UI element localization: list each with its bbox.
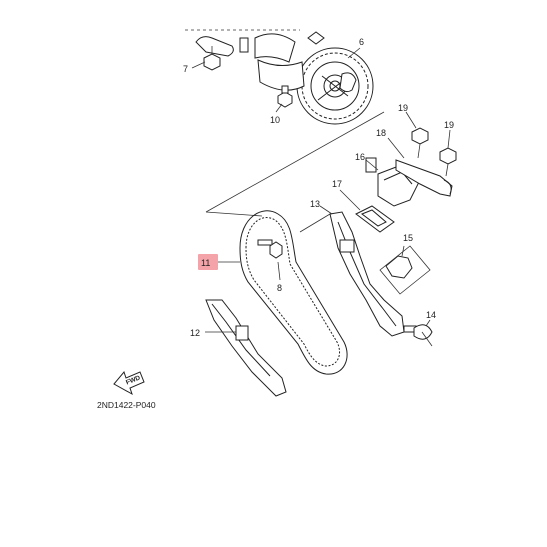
- part-label-6: 6: [359, 37, 364, 47]
- chain-tensioner-guide: [319, 205, 405, 337]
- part-label-16: 16: [355, 152, 365, 162]
- tensioner-guide-bolt: [403, 319, 433, 347]
- diagram-code: 2ND1422-P040: [97, 400, 156, 410]
- chain-guide-intake: [205, 299, 287, 397]
- part-label-7: 7: [183, 64, 188, 74]
- chain-tensioner-assembly: [339, 111, 457, 233]
- part-label-13: 13: [310, 199, 320, 209]
- part-11-highlight: [198, 254, 218, 270]
- part-label-19-left: 19: [398, 103, 408, 113]
- part-label-18: 18: [376, 128, 386, 138]
- part-label-17: 17: [332, 179, 342, 189]
- part-label-10: 10: [270, 115, 280, 125]
- part-label-14: 14: [426, 310, 436, 320]
- stopper-bracket: [379, 245, 431, 295]
- part-label-15: 15: [403, 233, 413, 243]
- forward-direction-arrow: FWD: [113, 370, 145, 396]
- chain-guide-bolt: [257, 239, 283, 281]
- part-label-8: 8: [277, 283, 282, 293]
- chain-routing-guide-lines: [205, 111, 385, 233]
- timing-chain: [239, 210, 348, 375]
- part-label-11: 11: [201, 258, 210, 268]
- camshaft-sprocket-assembly: [185, 29, 374, 125]
- part-label-12: 12: [190, 328, 200, 338]
- part-label-19-right: 19: [444, 120, 454, 130]
